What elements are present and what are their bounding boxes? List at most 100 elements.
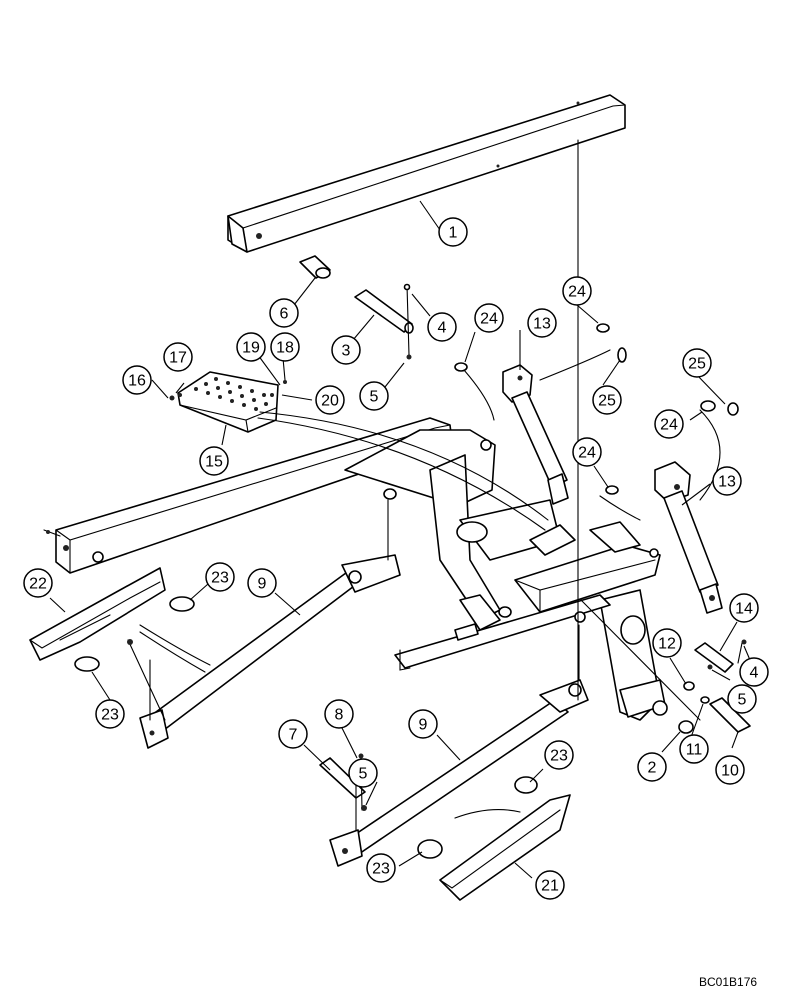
callout-circle bbox=[729, 593, 759, 623]
seals-and-plugs bbox=[454, 323, 739, 521]
callout-circle bbox=[562, 276, 592, 306]
lift-cylinder-upper bbox=[127, 554, 401, 749]
callout-circle bbox=[348, 758, 378, 788]
callout-c19: 19 bbox=[236, 332, 266, 362]
callout-c5b: 5 bbox=[348, 758, 378, 788]
callout-circle bbox=[727, 684, 757, 714]
callout-c2: 2 bbox=[637, 752, 667, 782]
callout-number: 23 bbox=[211, 570, 229, 587]
callout-number: 7 bbox=[289, 727, 298, 744]
callout-number: 13 bbox=[718, 474, 736, 491]
callout-circle bbox=[359, 381, 389, 411]
callout-circle bbox=[438, 217, 468, 247]
callout-number: 24 bbox=[660, 417, 678, 434]
callout-c6: 6 bbox=[269, 298, 299, 328]
upper-boom-arm bbox=[227, 94, 626, 253]
callout-c24b: 24 bbox=[562, 276, 592, 306]
callout-c24c: 24 bbox=[654, 409, 684, 439]
callout-c23a: 23 bbox=[205, 562, 235, 592]
callout-circle bbox=[527, 308, 557, 338]
callout-number: 23 bbox=[550, 748, 568, 765]
pivot-pin-hardware bbox=[678, 639, 751, 734]
callout-number: 10 bbox=[721, 763, 739, 780]
callout-c23d: 23 bbox=[366, 853, 396, 883]
step-plate bbox=[169, 371, 287, 433]
callout-labels: 1234455567899101112131314151617181920212… bbox=[23, 217, 769, 900]
callout-number: 16 bbox=[128, 373, 146, 390]
callout-number: 18 bbox=[276, 340, 294, 357]
callout-circle bbox=[682, 348, 712, 378]
callout-c24d: 24 bbox=[572, 437, 602, 467]
callout-number: 15 bbox=[205, 454, 223, 471]
callout-circle bbox=[205, 562, 235, 592]
callout-number: 14 bbox=[735, 601, 753, 618]
lower-hose-shield bbox=[439, 794, 571, 901]
callout-number: 20 bbox=[321, 393, 339, 410]
callout-number: 8 bbox=[335, 707, 344, 724]
callout-circle bbox=[95, 699, 125, 729]
callout-circle bbox=[163, 342, 193, 372]
callout-circle bbox=[652, 628, 682, 658]
callout-number: 23 bbox=[101, 707, 119, 724]
drawing-id: BC01B176 bbox=[699, 975, 757, 989]
callout-circle bbox=[122, 365, 152, 395]
callout-c18: 18 bbox=[270, 332, 300, 362]
alignment-lines bbox=[149, 139, 701, 831]
main-frame bbox=[344, 429, 668, 721]
callout-circle bbox=[427, 312, 457, 342]
callout-circle bbox=[270, 332, 300, 362]
callout-number: 12 bbox=[658, 636, 676, 653]
callout-number: 4 bbox=[750, 665, 759, 682]
callout-number: 21 bbox=[541, 878, 559, 895]
callout-number: 5 bbox=[370, 389, 379, 406]
callout-circle bbox=[315, 385, 345, 415]
callout-c24a: 24 bbox=[474, 303, 504, 333]
callout-number: 9 bbox=[258, 576, 267, 593]
callout-number: 23 bbox=[372, 861, 390, 878]
callout-number: 5 bbox=[738, 692, 747, 709]
callout-c20: 20 bbox=[315, 385, 345, 415]
callout-number: 24 bbox=[578, 445, 596, 462]
callout-circle bbox=[23, 568, 53, 598]
callout-circle bbox=[269, 298, 299, 328]
callout-number: 22 bbox=[29, 576, 47, 593]
callout-number: 19 bbox=[242, 340, 260, 357]
tilt-cylinder-right bbox=[654, 461, 723, 614]
callout-number: 25 bbox=[598, 393, 616, 410]
callout-number: 5 bbox=[359, 766, 368, 783]
leader-lines bbox=[49, 200, 751, 879]
callout-c12: 12 bbox=[652, 628, 682, 658]
callout-circle bbox=[544, 740, 574, 770]
callout-circle bbox=[324, 699, 354, 729]
callout-c10: 10 bbox=[715, 755, 745, 785]
callout-c8: 8 bbox=[324, 699, 354, 729]
callout-circle bbox=[199, 446, 229, 476]
callout-c13b: 13 bbox=[712, 466, 742, 496]
callout-number: 6 bbox=[280, 306, 289, 323]
callout-number: 11 bbox=[686, 742, 703, 759]
callout-circle bbox=[366, 853, 396, 883]
callout-c9b: 9 bbox=[408, 709, 438, 739]
callout-number: 1 bbox=[449, 225, 458, 242]
callout-number: 9 bbox=[419, 717, 428, 734]
callout-c22: 22 bbox=[23, 568, 53, 598]
callout-circle bbox=[715, 755, 745, 785]
callout-c21: 21 bbox=[535, 870, 565, 900]
callout-c1: 1 bbox=[438, 217, 468, 247]
callout-c17: 17 bbox=[163, 342, 193, 372]
callout-c25a: 25 bbox=[592, 385, 622, 415]
callout-number: 24 bbox=[568, 284, 586, 301]
callout-c4a: 4 bbox=[427, 312, 457, 342]
callout-c5a: 5 bbox=[359, 381, 389, 411]
callout-c23c: 23 bbox=[544, 740, 574, 770]
lift-cylinder-lower bbox=[329, 679, 589, 867]
callout-c9a: 9 bbox=[247, 568, 277, 598]
callout-number: 25 bbox=[688, 356, 706, 373]
callout-c3: 3 bbox=[331, 335, 361, 365]
callout-circle bbox=[592, 385, 622, 415]
callout-circle bbox=[637, 752, 667, 782]
callout-c23b: 23 bbox=[95, 699, 125, 729]
callout-number: 13 bbox=[533, 316, 551, 333]
callout-circle bbox=[679, 734, 709, 764]
